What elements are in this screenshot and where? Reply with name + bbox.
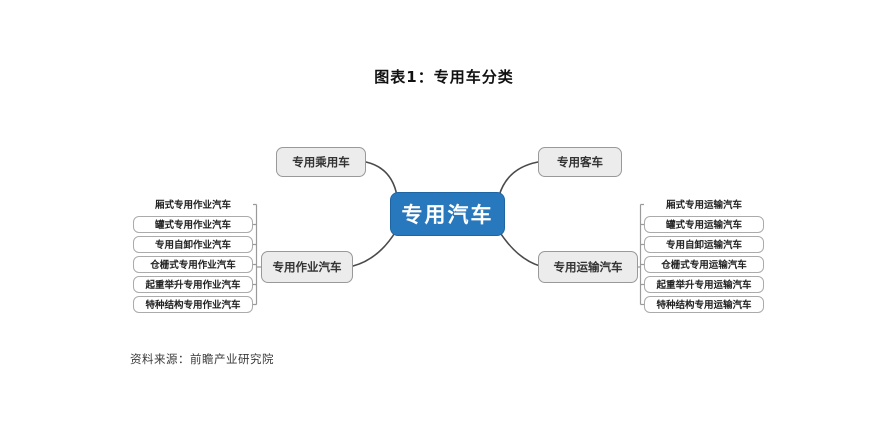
branch-node-bus: 专用客车: [538, 147, 622, 177]
curve-root-to-transport: [498, 230, 541, 267]
branch-node-transport: 专用运输汽车: [538, 251, 638, 283]
leaf-operation-2: 罐式专用作业汽车: [133, 216, 253, 233]
leaf-transport-4: 仓栅式专用运输汽车: [644, 256, 764, 273]
branch-node-operation: 专用作业汽车: [261, 251, 353, 283]
branch-node-passenger: 专用乘用车: [276, 147, 366, 177]
leaf-operation-4: 仓栅式专用作业汽车: [133, 256, 253, 273]
leaf-transport-5: 起重举升专用运输汽车: [644, 276, 764, 293]
leaf-operation-6: 特种结构专用作业汽车: [133, 296, 253, 313]
curve-root-to-passenger: [365, 161, 398, 197]
leaf-transport-1: 厢式专用运输汽车: [644, 196, 764, 213]
leaf-operation-5: 起重举升专用作业汽车: [133, 276, 253, 293]
root-node: 专用汽车: [390, 192, 505, 236]
leaf-operation-1: 厢式专用作业汽车: [133, 196, 253, 213]
source-note: 资料来源：前瞻产业研究院: [130, 352, 274, 366]
figure-title: 图表1：专用车分类: [374, 68, 514, 86]
leaf-operation-3: 专用自卸作业汽车: [133, 236, 253, 253]
curve-root-to-operation: [352, 230, 397, 267]
curve-root-to-bus: [498, 161, 539, 197]
bracket-right-stubs: [638, 203, 644, 306]
leaf-transport-6: 特种结构专用运输汽车: [644, 296, 764, 313]
leaf-transport-3: 专用自卸运输汽车: [644, 236, 764, 253]
leaf-transport-2: 罐式专用运输汽车: [644, 216, 764, 233]
bracket-left-stubs: [253, 203, 261, 306]
